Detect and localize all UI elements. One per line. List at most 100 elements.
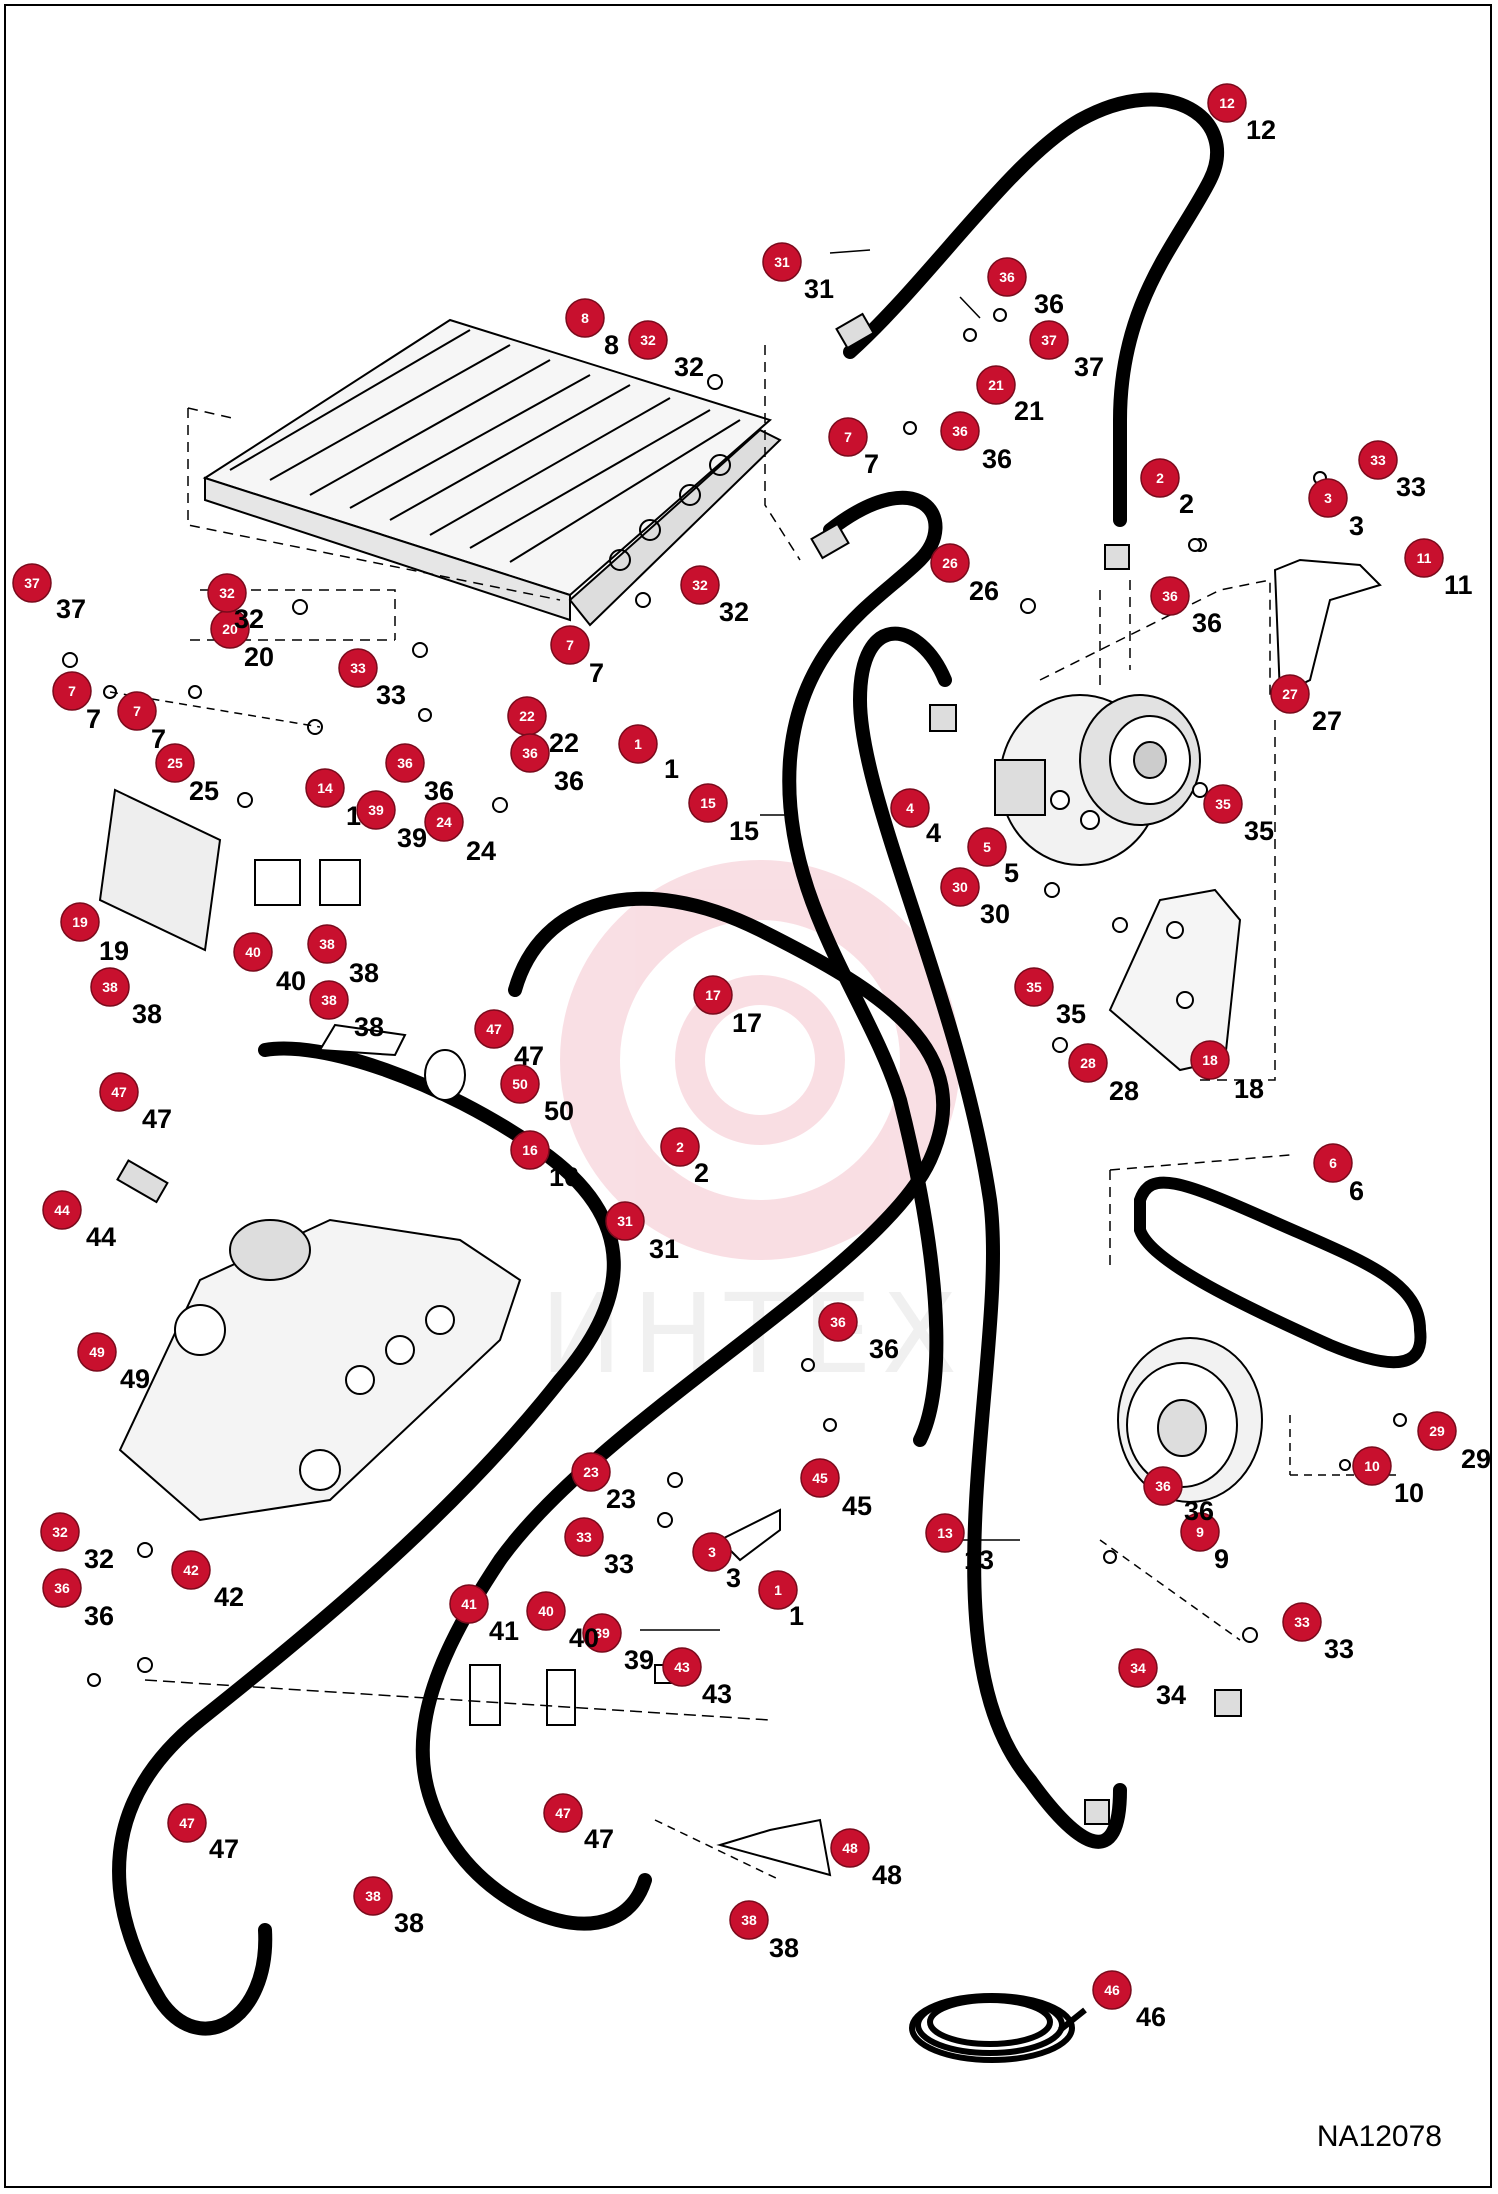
callout-number: 19 (72, 914, 88, 930)
callout-bubble: 29 (1417, 1411, 1457, 1451)
part-number-label: 39 (397, 823, 427, 853)
callout-circle (1029, 320, 1069, 360)
part-number-label: 9 (1214, 1544, 1229, 1574)
part-number-label: 40 (569, 1623, 599, 1653)
callout-circle (1014, 967, 1054, 1007)
callout-number: 31 (617, 1213, 633, 1229)
callout-circle (660, 1127, 700, 1167)
callout-bubble: 26 (930, 543, 970, 583)
callout-circle (565, 298, 605, 338)
callout-circle (77, 1332, 117, 1372)
part-number-label: 7 (589, 658, 604, 688)
callout-circle (1417, 1411, 1457, 1451)
callout-circle (40, 1512, 80, 1552)
callout-number: 31 (774, 254, 790, 270)
part-number-label: 36 (1192, 608, 1222, 638)
callout-bubble: 28 (1068, 1043, 1108, 1083)
callout-circle (550, 625, 590, 665)
callout-circle (987, 257, 1027, 297)
callout-circle (171, 1550, 211, 1590)
callout-number: 38 (741, 1912, 757, 1928)
callout-circle (1140, 458, 1180, 498)
callout-number: 36 (1155, 1478, 1171, 1494)
callout-bubble: 42 (171, 1550, 211, 1590)
callout-number: 33 (1370, 452, 1386, 468)
callout-number: 47 (486, 1021, 502, 1037)
part-number-label: 12 (1246, 115, 1276, 145)
callout-circle (155, 743, 195, 783)
part-number-label: 13 (964, 1545, 994, 1575)
callout-circle (967, 827, 1007, 867)
callout-circle (976, 365, 1016, 405)
callout-bubble: 1 (618, 724, 658, 764)
callout-bubble: 2 (1140, 458, 1180, 498)
callout-circle (99, 1072, 139, 1112)
part-number-label: 48 (872, 1860, 902, 1890)
callout-bubble: 21 (976, 365, 1016, 405)
callout-bubble: 23 (571, 1452, 611, 1492)
callout-circle (12, 563, 52, 603)
part-number-label: 43 (702, 1679, 732, 1709)
part-number-label: 5 (1004, 858, 1019, 888)
callout-circle (309, 980, 349, 1020)
callout-number: 10 (1364, 1458, 1380, 1474)
part-number-label: 32 (234, 604, 264, 634)
callout-bubble: 50 (500, 1064, 540, 1104)
callout-bubble: 36 (385, 743, 425, 783)
callout-circle (385, 743, 425, 783)
callout-number: 15 (700, 795, 716, 811)
callout-number: 47 (179, 1815, 195, 1831)
callout-bubble: 2 (660, 1127, 700, 1167)
part-number-label: 36 (554, 766, 584, 796)
callout-number: 23 (583, 1464, 599, 1480)
callout-circle (167, 1803, 207, 1843)
part-number-label: 36 (1034, 289, 1064, 319)
drawing-id-label: NA12078 (1316, 2120, 1442, 2153)
callout-number: 27 (1282, 686, 1298, 702)
callout-number: 11 (1417, 550, 1432, 566)
callout-number: 32 (52, 1524, 68, 1540)
callout-number: 13 (937, 1525, 953, 1541)
part-number-label: 46 (1136, 2002, 1166, 2032)
part-number-label: 7 (86, 704, 101, 734)
part-number-label: 47 (209, 1834, 239, 1864)
callout-number: 9 (1196, 1524, 1204, 1540)
bolts-and-nuts (62, 308, 1407, 1687)
callout-circle (52, 671, 92, 711)
callout-circle (662, 1647, 702, 1687)
clamp-plate-19 (98, 788, 222, 952)
part-number-label: 36 (982, 444, 1012, 474)
callout-bubble: 36 (42, 1568, 82, 1608)
callout-circle (207, 573, 247, 613)
callout-number: 42 (183, 1562, 199, 1578)
callout-number: 6 (1329, 1155, 1337, 1171)
part-number-label: 2 (694, 1158, 709, 1188)
callout-number: 44 (54, 1202, 70, 1218)
callout-bubble: 44 (42, 1190, 82, 1230)
callout-circle (618, 724, 658, 764)
part-number-label: 41 (489, 1616, 519, 1646)
part-number-label: 38 (769, 1933, 799, 1963)
part-number-label: 23 (606, 1484, 636, 1514)
callout-number: 47 (555, 1805, 571, 1821)
hose-17 (415, 891, 951, 1931)
callout-circle (729, 1900, 769, 1940)
callout-bubble: 46 (1092, 1970, 1132, 2010)
callout-circle (818, 1302, 858, 1342)
compressor-bracket (1108, 888, 1242, 1072)
callout-bubble: 32 (628, 320, 668, 360)
callout-number: 33 (350, 660, 366, 676)
part-number-label: 36 (869, 1334, 899, 1364)
callout-number: 36 (397, 755, 413, 771)
callout-bubble: 36 (1143, 1466, 1183, 1506)
callout-circle (42, 1568, 82, 1608)
callout-number: 7 (68, 683, 76, 699)
callout-bubble: 3 (1308, 478, 1348, 518)
hose-13 (852, 626, 1127, 1849)
part-number-label: 26 (969, 576, 999, 606)
callout-bubble: 18 (1190, 1040, 1230, 1080)
callout-circle (1203, 784, 1243, 824)
part-number-label: 34 (1156, 1680, 1186, 1710)
callout-number: 38 (319, 936, 335, 952)
